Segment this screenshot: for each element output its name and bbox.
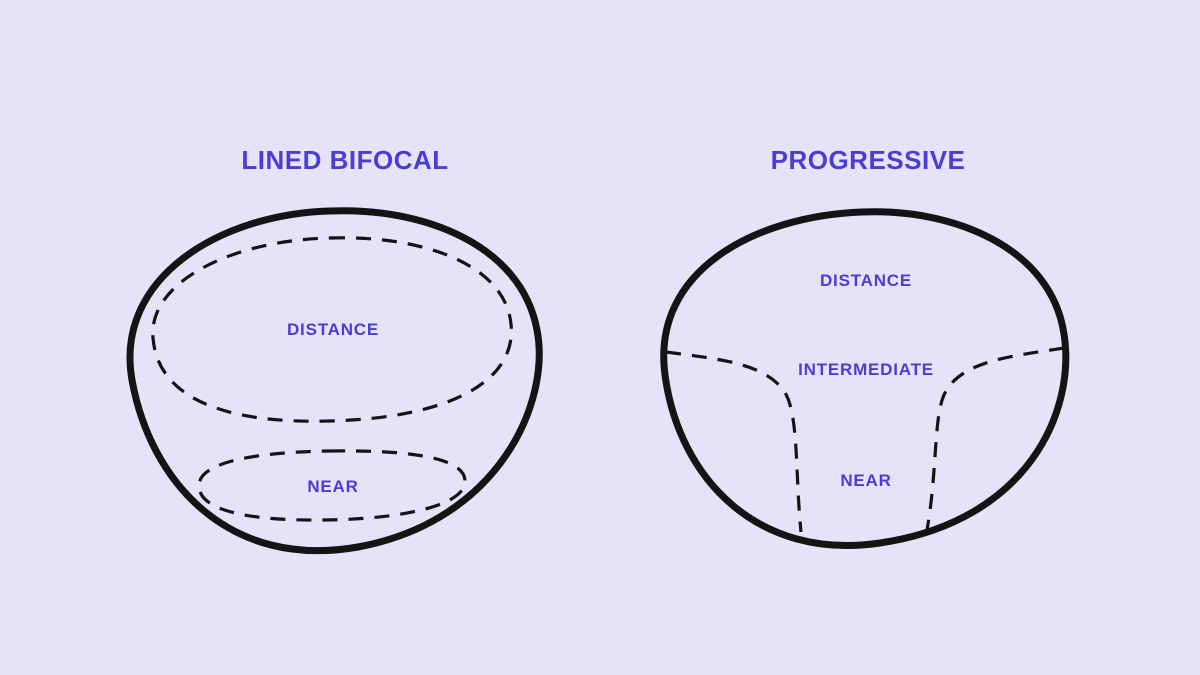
bifocal-distance-label: DISTANCE [287,320,379,339]
bifocal-lens-outline [126,207,543,555]
progressive-near-label: NEAR [840,471,891,490]
progressive-lens-outline [660,208,1070,549]
bifocal-near-zone-outline [197,449,467,522]
bifocal-distance-zone-outline [151,236,513,423]
lined-bifocal-title: LINED BIFOCAL [241,145,448,175]
progressive-title: PROGRESSIVE [771,145,966,175]
bifocal-near-label: NEAR [307,477,358,496]
progressive-intermediate-label: INTERMEDIATE [798,360,934,379]
progressive-corridor-right-outline [925,346,1065,531]
progressive-corridor-left-outline [665,350,803,533]
progressive-distance-label: DISTANCE [820,271,912,290]
